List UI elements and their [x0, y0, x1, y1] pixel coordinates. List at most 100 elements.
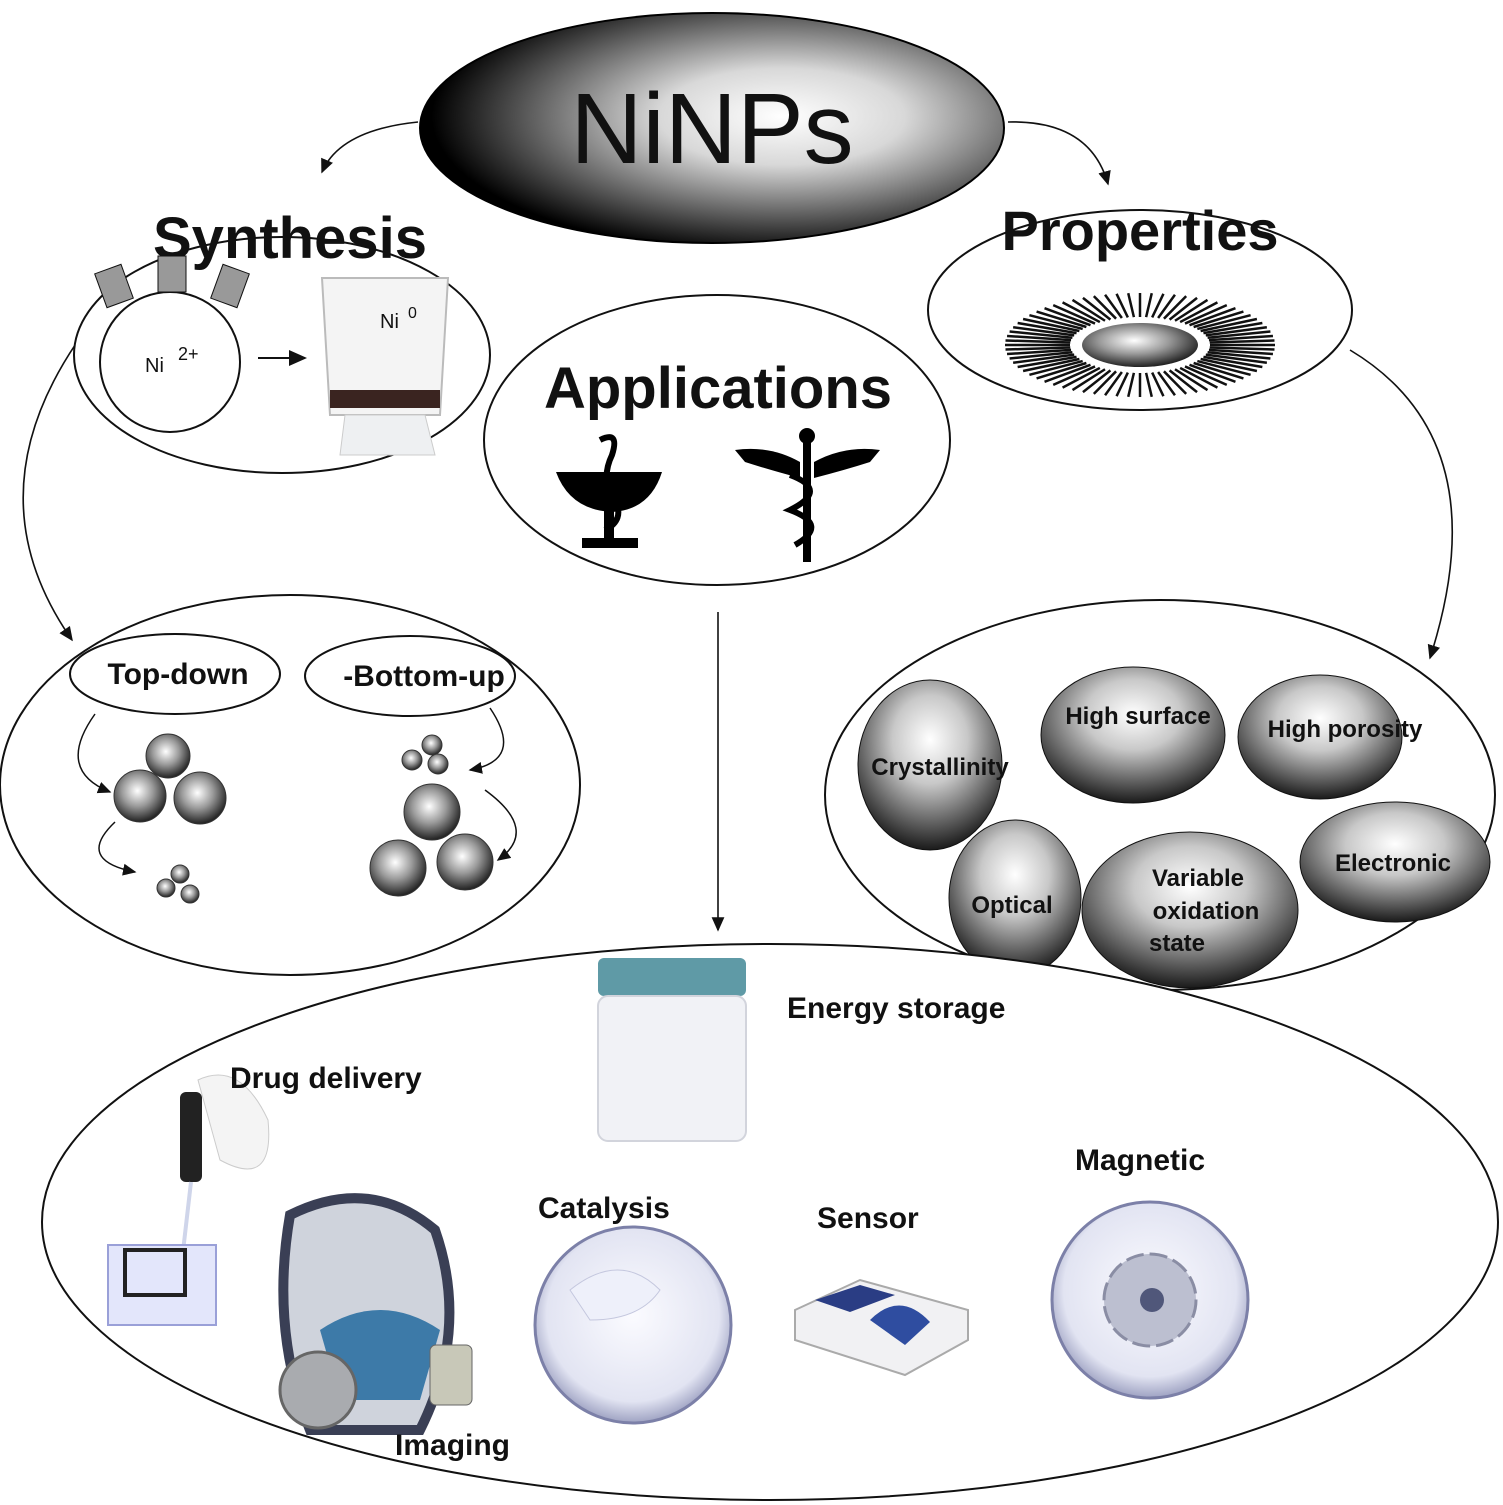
starburst-ray [1044, 307, 1091, 327]
starburst-ray [1151, 293, 1165, 318]
svg-text:High surface: High surface [1065, 703, 1210, 730]
gas-mask-icon [278, 1193, 473, 1435]
starburst-ray [1203, 321, 1263, 335]
properties-title: Properties [1002, 199, 1279, 262]
starburst-ray [1061, 301, 1101, 324]
methods-bubble: Top-down -Bottom-up [0, 594, 581, 976]
starburst-ray [1168, 369, 1198, 394]
starburst-ray [1012, 353, 1075, 365]
starburst-ray [1200, 357, 1258, 373]
catalysis-label: Catalysis [538, 1192, 670, 1225]
starburst-ray [1163, 370, 1188, 395]
applications-bubble: Applications [483, 294, 951, 586]
starburst-ray [1104, 371, 1123, 396]
pipette-icon [107, 1074, 270, 1326]
property-high-surface: High surface [1040, 666, 1226, 804]
starburst-ray [1009, 330, 1073, 339]
magnetic-label: Magnetic [1075, 1144, 1205, 1177]
starburst-ray [1184, 304, 1228, 325]
imaging-label: Imaging [395, 1429, 510, 1462]
starburst-ray [1082, 296, 1112, 321]
starburst-ray [1029, 359, 1083, 377]
property-high-porosity: High porosity [1237, 674, 1423, 800]
starburst-ray [1208, 334, 1274, 342]
starburst-ray [1157, 294, 1176, 319]
applications-list-bubble: Energy storage Drug delivery Imaging Cat… [41, 943, 1499, 1501]
property-electronic: Electronic [1299, 801, 1491, 923]
starburst-ray [1209, 346, 1275, 351]
starburst-ray [1017, 321, 1077, 335]
starburst-ray [1092, 295, 1117, 320]
method-arrows [77, 707, 517, 876]
beaker-icon: Ni 0 [320, 277, 450, 456]
starburst-ray [1082, 369, 1112, 394]
starburst-ray [1193, 361, 1244, 380]
starburst-ray [1208, 348, 1274, 356]
starburst-ray [1061, 366, 1101, 389]
starburst-ray [1144, 372, 1153, 398]
svg-text:High porosity: High porosity [1268, 716, 1423, 743]
starburst-ray [1168, 296, 1198, 321]
petri-dish-magnetic-icon [1050, 1200, 1250, 1400]
starburst-ray [1189, 363, 1236, 383]
starburst-ray [1127, 292, 1136, 318]
jar-icon [597, 958, 747, 1142]
starburst-ray [1017, 355, 1077, 369]
starburst-ray [1144, 292, 1153, 318]
starburst-ray [1193, 310, 1244, 329]
starburst-ray [1012, 325, 1075, 337]
starburst-ray [1189, 307, 1236, 327]
properties-bubble: Properties [927, 199, 1353, 411]
product-charge: 0 [408, 305, 417, 322]
starburst-ray [1005, 346, 1071, 351]
sensor-device-icon [794, 1278, 969, 1377]
svg-text:state: state [1149, 930, 1205, 957]
starburst-ray [1205, 325, 1268, 337]
product-label: Ni [380, 311, 399, 333]
starburst-ray [1092, 370, 1117, 395]
starburst-icon [1005, 292, 1275, 398]
synthesis-bubble: Synthesis Ni 2+ Ni 0 [73, 206, 491, 474]
starburst-ray [1209, 339, 1275, 344]
svg-text:Electronic: Electronic [1335, 850, 1451, 877]
starburst-ray [1052, 365, 1096, 386]
ninps-hub: NiNPs [419, 12, 1005, 244]
starburst-ray [1115, 293, 1129, 318]
property-variable-oxidation-state: Variable oxidation state [1081, 831, 1299, 989]
precursor-label: Ni [145, 355, 164, 377]
starburst-ray [1174, 298, 1209, 322]
arrow-to-methods [22, 304, 106, 642]
starburst-ray [1127, 372, 1136, 398]
starburst-ray [1207, 351, 1271, 360]
property-list-bubble: Crystallinity High surface High porosity… [824, 599, 1496, 991]
starburst-ray [1179, 366, 1219, 389]
svg-text:Variable: Variable [1152, 865, 1244, 892]
starburst-ray [1163, 295, 1188, 320]
svg-text:oxidation: oxidation [1153, 898, 1260, 925]
precursor-charge: 2+ [178, 344, 199, 364]
starburst-ray [1022, 357, 1080, 373]
synthesis-title: Synthesis [153, 206, 427, 271]
svg-text:Crystallinity: Crystallinity [871, 754, 1009, 781]
top-down-label: Top-down [107, 658, 248, 691]
drug-delivery-label: Drug delivery [230, 1062, 422, 1095]
starburst-ray [1184, 365, 1228, 386]
petri-dish-catalysis-icon [533, 1225, 733, 1425]
bowl-of-hygieia-icon [556, 434, 662, 548]
property-optical: Optical [948, 819, 1082, 977]
starburst-ray [1197, 313, 1251, 331]
arrow-to-property-list [1349, 349, 1453, 660]
starburst-ray [1200, 317, 1258, 333]
starburst-ray [1044, 363, 1091, 383]
hub-title: NiNPs [570, 73, 853, 185]
starburst-ray [1029, 313, 1083, 331]
starburst-ray [1207, 330, 1271, 339]
starburst-ray [1115, 372, 1129, 397]
starburst-ray [1174, 368, 1209, 392]
svg-text:Optical: Optical [971, 892, 1052, 919]
connector-arrows [22, 121, 1453, 932]
applications-title: Applications [544, 356, 892, 421]
starburst-ray [1006, 348, 1072, 356]
starburst-ray [1036, 361, 1087, 380]
